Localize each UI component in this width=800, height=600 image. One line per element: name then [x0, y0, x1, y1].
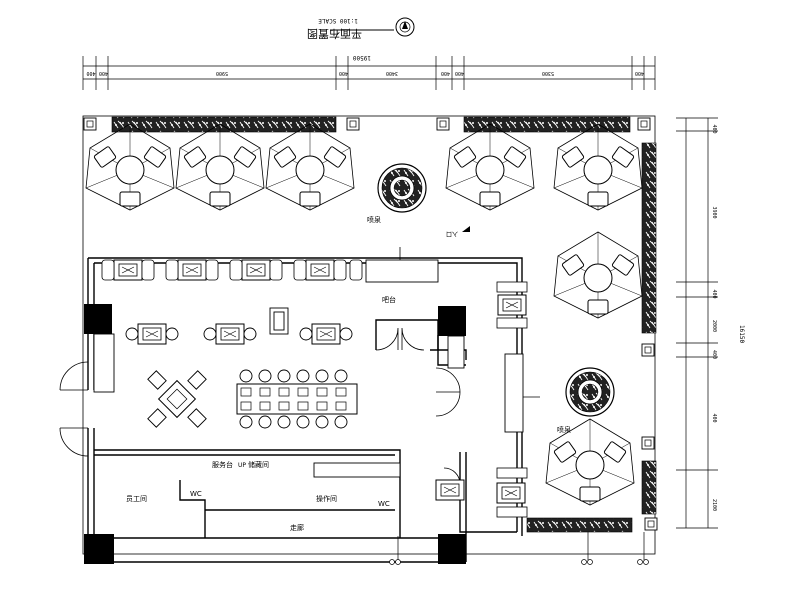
top-dim-label: 5900: [216, 70, 228, 76]
drawing-title: 平面布置图: [307, 27, 362, 40]
top-dim-label: 400: [635, 70, 644, 76]
right-dim-label: 400: [711, 414, 717, 423]
fountain-label-2: 喷泉: [557, 425, 571, 434]
fountain-icon: [377, 163, 427, 213]
right-dim-label: 400: [711, 125, 717, 134]
long-table: [236, 369, 358, 429]
fountains: 喷泉 喷泉: [367, 163, 615, 434]
top-dim-label: 400: [455, 70, 464, 76]
entrance-mark: 入口: [446, 230, 458, 237]
right-dim-label: 2100: [711, 499, 717, 511]
wc-label-1: WC: [190, 490, 202, 498]
overall-width-dim: 19500: [353, 54, 371, 61]
top-dimension-chain: 19500 400 400 5900 400 3400 400 400 5300 400: [82, 54, 656, 90]
umbrella-table-6: [553, 231, 643, 319]
top-dim-label: 400: [441, 70, 450, 76]
umbrella-table-5: [553, 123, 643, 211]
bottom-grid-markers: [389, 532, 649, 565]
fountain-icon: [565, 367, 615, 417]
top-dim-label: 5300: [542, 70, 554, 76]
right-dim-label: 400: [711, 290, 717, 299]
top-dim-label: 400: [339, 70, 348, 76]
structural-columns: [84, 304, 466, 564]
column-markers: [83, 117, 658, 531]
staff-room-label: 员工间: [126, 495, 147, 503]
right-dim-label: 2000: [711, 320, 717, 332]
kitchen-label: 操作间: [316, 494, 337, 503]
right-dimension-chain: 16150 400 3900 400 2000 400 400 2100: [676, 117, 745, 529]
umbrella-table-2: [175, 123, 265, 211]
terrace-boundary: [82, 115, 656, 555]
counters: [93, 259, 524, 478]
bar-area-label: 吧台: [382, 295, 396, 304]
booth-right: [435, 281, 528, 518]
corridor-label: 走廊: [290, 523, 304, 532]
square-table-set: [147, 370, 207, 428]
service-station-label: 服务台: [212, 460, 233, 469]
booth-row-top: [101, 259, 363, 281]
top-dim-label: 3400: [386, 70, 398, 76]
right-overall-dim: 16150: [738, 325, 745, 343]
room-labels: 吧台 服务台 储藏间 员工间 走廊 操作间 WC WC UP: [126, 295, 396, 532]
umbrella-table-4: [445, 123, 535, 211]
store-room-label: 储藏间: [248, 460, 269, 469]
fountain-label-1: 喷泉: [367, 215, 381, 224]
right-dim-label: 400: [711, 350, 717, 359]
planter-strips: [111, 116, 657, 533]
umbrella-table-1: [85, 123, 175, 211]
top-dim-label: 400: [86, 70, 95, 76]
drawing-title-block: 平面布置图 1:100 SCALE: [307, 17, 415, 40]
umbrella-table-3: [265, 123, 355, 211]
booth-row-middle: [125, 323, 353, 345]
wc-label-2: WC: [378, 500, 390, 508]
stair-label: UP: [238, 462, 246, 469]
compass-north-icon: [395, 17, 415, 37]
top-dim-label: 400: [99, 70, 108, 76]
scale-note: 1:100 SCALE: [318, 17, 358, 24]
umbrella-table-sets: [85, 123, 643, 506]
right-dim-label: 3900: [711, 207, 717, 219]
